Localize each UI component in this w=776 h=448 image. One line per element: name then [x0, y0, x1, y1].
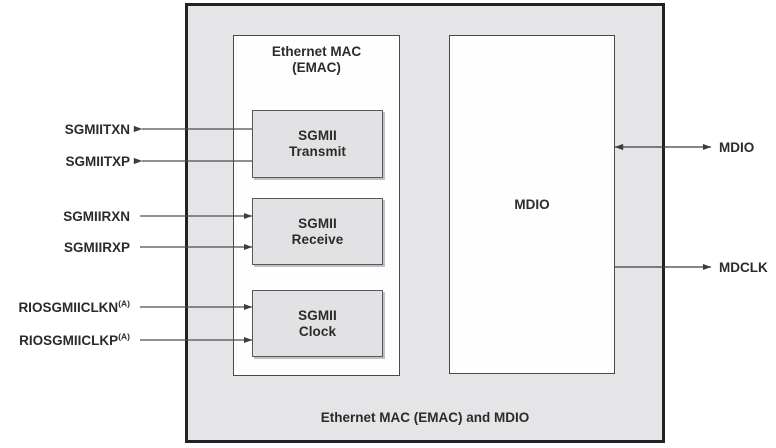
ethernet-mac-title: Ethernet MAC (EMAC) — [233, 44, 400, 76]
sgmii-transmit-label: SGMII Transmit — [289, 128, 346, 160]
sgmii-clock-line1: SGMII — [298, 307, 337, 323]
sgmii-receive-label: SGMII Receive — [292, 216, 344, 248]
signal-label-mdio: MDIO — [719, 140, 755, 155]
signal-text-sgmiirxp: SGMIIRXP — [63, 240, 130, 255]
signal-text-sgmiitxp: SGMIITXP — [65, 154, 130, 169]
sgmii-receive-line1: SGMII — [298, 215, 337, 231]
sgmii-clock-line2: Clock — [298, 323, 337, 339]
signal-label-sgmiirxp: SGMIIRXP — [0, 240, 130, 255]
sgmii-clock-block: SGMII Clock — [252, 290, 383, 357]
sgmii-receive-block: SGMII Receive — [252, 198, 383, 265]
ethernet-mac-title-line2: (EMAC) — [292, 59, 341, 75]
mdio-block-title: MDIO — [514, 197, 550, 212]
mdio-block — [449, 35, 615, 374]
signal-text-sgmiirxn: SGMIIRXN — [63, 209, 130, 224]
signal-label-sgmiitxp: SGMIITXP — [0, 154, 130, 169]
signal-label-sgmiirxn: SGMIIRXN — [0, 209, 130, 224]
footnote-marker-riosgmiiclkp: (A) — [118, 331, 130, 342]
signal-label-riosgmiiclkp: RIOSGMIICLKP(A) — [0, 331, 130, 348]
diagram-caption: Ethernet MAC (EMAC) and MDIO — [320, 410, 530, 425]
sgmii-transmit-line2: Transmit — [288, 144, 347, 159]
sgmii-clock-label: SGMII Clock — [298, 308, 337, 340]
sgmii-transmit-block: SGMII Transmit — [252, 110, 383, 178]
signal-text-sgmiitxn: SGMIITXN — [64, 122, 130, 137]
signal-label-riosgmiiclkn: RIOSGMIICLKN(A) — [0, 298, 130, 315]
ethernet-mac-title-line1: Ethernet MAC — [271, 44, 362, 59]
signal-text-riosgmiiclkp: RIOSGMIICLKP — [19, 333, 119, 348]
sgmii-transmit-line1: SGMII — [298, 128, 337, 144]
signal-label-mdclk: MDCLK — [719, 260, 768, 275]
signal-text-riosgmiiclkn: RIOSGMIICLKN — [18, 300, 119, 315]
footnote-marker-riosgmiiclkn: (A) — [118, 298, 130, 309]
signal-label-sgmiitxn: SGMIITXN — [0, 122, 130, 137]
sgmii-receive-line2: Receive — [291, 231, 344, 247]
